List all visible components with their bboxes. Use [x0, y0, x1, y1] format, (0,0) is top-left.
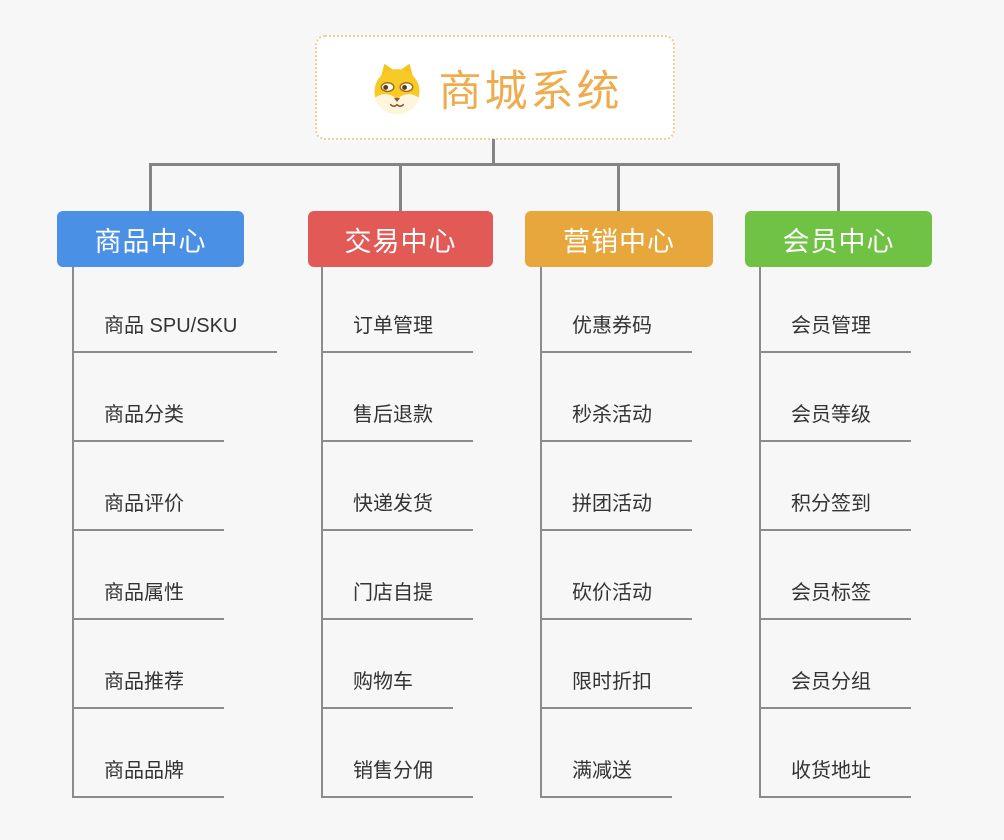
column-line — [759, 267, 761, 798]
connector-drop — [617, 163, 620, 211]
root-title: 商城系统 — [438, 67, 623, 116]
leaf-column-product: 商品 SPU/SKU 商品分类商品评价商品属性商品推荐商品品牌 — [72, 0, 372, 840]
root-node[interactable]: 商城系统 — [315, 35, 675, 140]
connector-drop — [399, 163, 402, 211]
leaf-node[interactable]: 收货地址 — [759, 758, 911, 798]
leaf-node[interactable]: 商品推荐 — [72, 669, 224, 709]
branch-node-member-center[interactable]: 会员中心 — [745, 211, 932, 267]
connector-root-stem — [492, 139, 495, 164]
leaf-node[interactable]: 商品品牌 — [72, 758, 224, 798]
leaf-node[interactable]: 会员标签 — [759, 580, 911, 620]
leaf-node[interactable]: 积分签到 — [759, 491, 911, 531]
leaf-node[interactable]: 秒杀活动 — [540, 402, 692, 442]
leaf-node[interactable]: 商品评价 — [72, 491, 224, 531]
branch-node-trade-center[interactable]: 交易中心 — [308, 211, 493, 267]
leaf-node[interactable]: 购物车 — [321, 669, 453, 709]
leaf-node[interactable]: 商品 SPU/SKU — [72, 313, 278, 353]
leaf-node[interactable]: 限时折扣 — [540, 669, 692, 709]
branch-node-marketing-center[interactable]: 营销中心 — [525, 211, 713, 267]
leaf-node[interactable]: 会员管理 — [759, 313, 911, 353]
leaf-node[interactable]: 订单管理 — [321, 313, 473, 353]
column-line — [72, 267, 74, 798]
leaf-node[interactable]: 拼团活动 — [540, 491, 692, 531]
leaf-node[interactable]: 快递发货 — [321, 491, 473, 531]
column-line — [321, 267, 323, 798]
leaf-column-member: 会员管理会员等级积分签到会员标签会员分组收货地址 — [759, 0, 1004, 840]
leaf-node[interactable]: 销售分佣 — [321, 758, 473, 798]
dog-icon — [368, 61, 426, 115]
leaf-column-trade: 订单管理售后退款快递发货门店自提购物车销售分佣 — [321, 0, 621, 840]
leaf-column-marketing: 优惠券码秒杀活动拼团活动砍价活动限时折扣满减送 — [540, 0, 840, 840]
leaf-node[interactable]: 售后退款 — [321, 402, 473, 442]
leaf-node[interactable]: 门店自提 — [321, 580, 473, 620]
leaf-node[interactable]: 会员等级 — [759, 402, 911, 442]
branch-node-product-center[interactable]: 商品中心 — [57, 211, 244, 267]
leaf-node[interactable]: 优惠券码 — [540, 313, 692, 353]
leaf-node[interactable]: 砍价活动 — [540, 580, 692, 620]
column-line — [540, 267, 542, 798]
leaf-node[interactable]: 满减送 — [540, 758, 672, 798]
leaf-node[interactable]: 商品属性 — [72, 580, 224, 620]
branch-label: 商品中心 — [94, 226, 207, 257]
leaf-node[interactable]: 商品分类 — [72, 402, 224, 442]
branch-label: 营销中心 — [563, 226, 675, 257]
leaf-node[interactable]: 会员分组 — [759, 669, 911, 709]
connector-horizontal — [149, 163, 840, 166]
branch-label: 交易中心 — [344, 226, 457, 257]
connector-drop — [149, 163, 152, 211]
branch-label: 会员中心 — [782, 226, 895, 257]
connector-drop — [837, 163, 840, 211]
